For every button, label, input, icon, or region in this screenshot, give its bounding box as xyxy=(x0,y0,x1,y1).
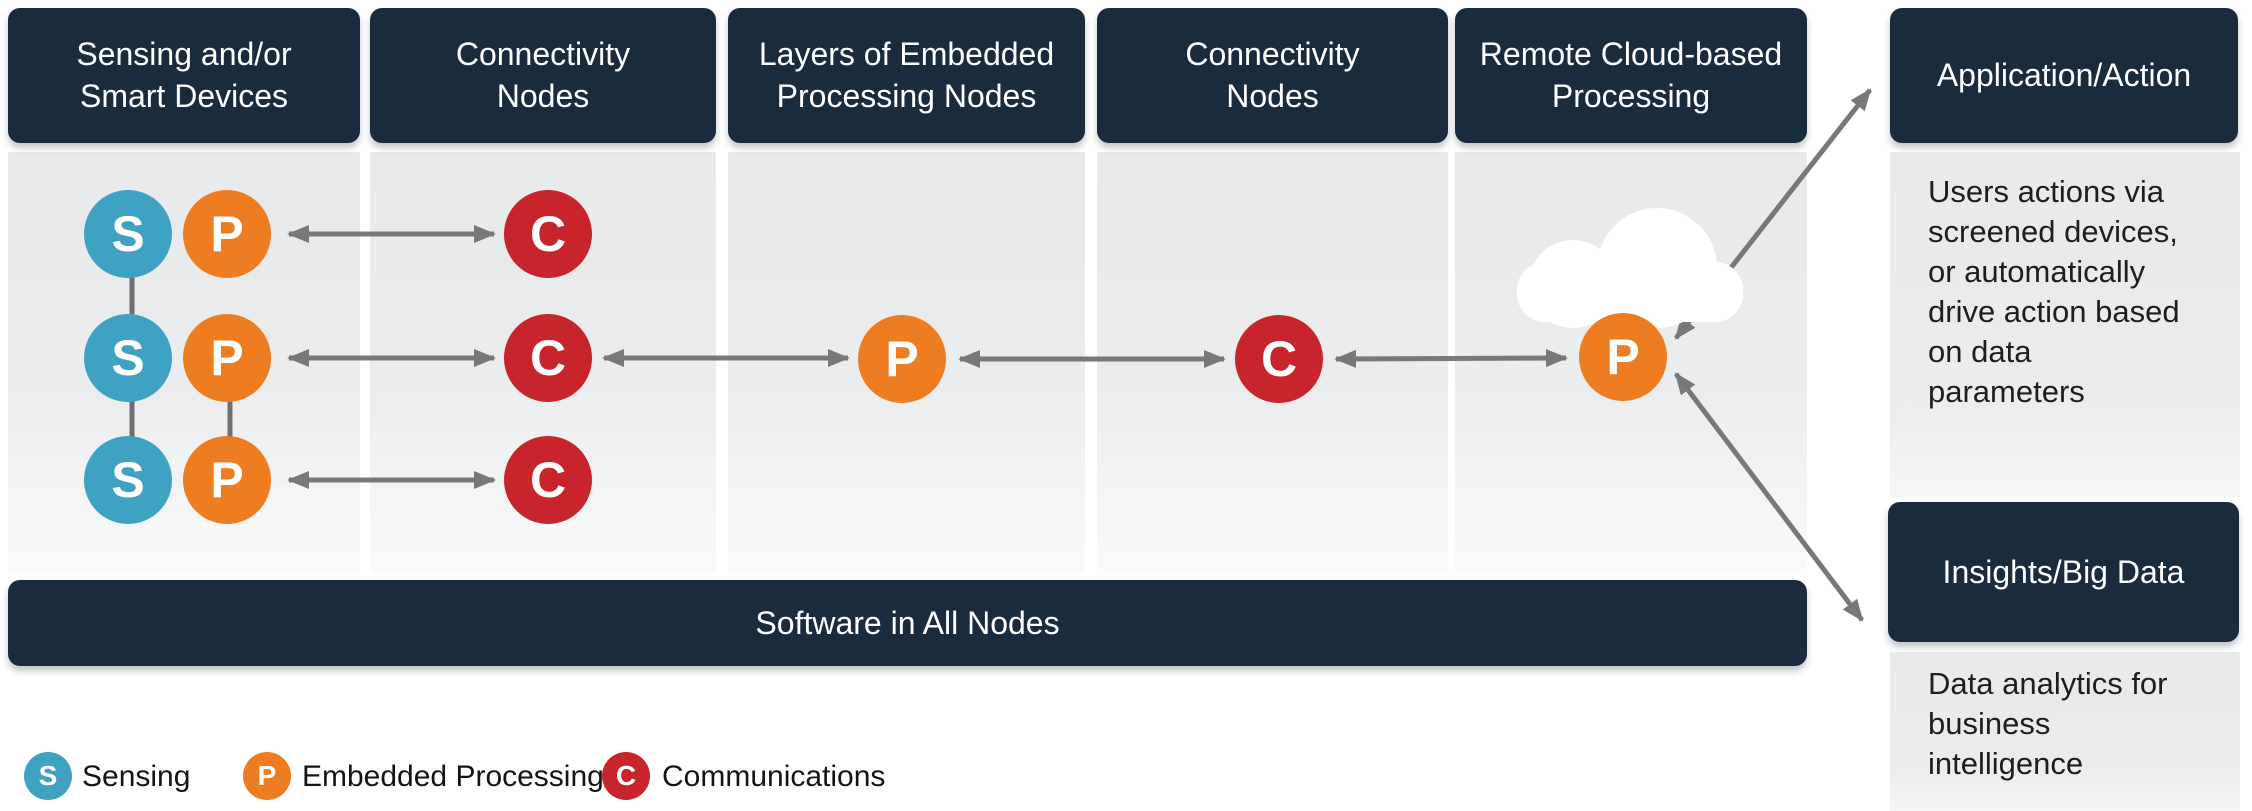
sensing-node: S xyxy=(84,190,172,278)
software-banner: Software in All Nodes xyxy=(8,580,1807,666)
communications-node: C xyxy=(504,190,592,278)
column-header-cloud-processing: Remote Cloud-based Processing xyxy=(1455,8,1807,143)
legend-node-sensing: S xyxy=(24,752,72,800)
column-header-embedded-processing: Layers of Embedded Processing Nodes xyxy=(728,8,1085,143)
processing-node: P xyxy=(858,315,946,403)
processing-node: P xyxy=(183,314,271,402)
communications-node: C xyxy=(504,436,592,524)
legend-node-communications: C xyxy=(602,752,650,800)
communications-node: C xyxy=(1235,315,1323,403)
cloud-processing-node: P xyxy=(1579,313,1667,401)
sensing-node: S xyxy=(84,314,172,402)
legend-label-communications: Communications xyxy=(662,760,886,793)
legend-label-processing: Embedded Processing xyxy=(302,760,604,793)
communications-node: C xyxy=(504,314,592,402)
application-action-panel xyxy=(1890,152,2240,497)
insights-big-data-description: Data analytics for business intelligence xyxy=(1928,666,2168,781)
processing-node: P xyxy=(183,436,271,524)
column-header-sensing-devices: Sensing and/or Smart Devices xyxy=(8,8,360,143)
processing-node: P xyxy=(183,190,271,278)
cloud-icon xyxy=(1517,208,1743,328)
cloud-base xyxy=(1517,262,1743,322)
column-header-connectivity-2: Connectivity Nodes xyxy=(1097,8,1448,143)
legend-node-processing: P xyxy=(243,752,291,800)
application-action-header: Application/Action xyxy=(1890,8,2238,143)
legend-label-sensing: Sensing xyxy=(82,760,191,793)
application-action-description: Users actions via screened devices, or a… xyxy=(1928,174,2180,409)
insights-big-data-header: Insights/Big Data xyxy=(1888,502,2239,642)
insights-big-data-panel xyxy=(1890,652,2240,811)
column-header-connectivity-1: Connectivity Nodes xyxy=(370,8,716,143)
sensing-node: S xyxy=(84,436,172,524)
